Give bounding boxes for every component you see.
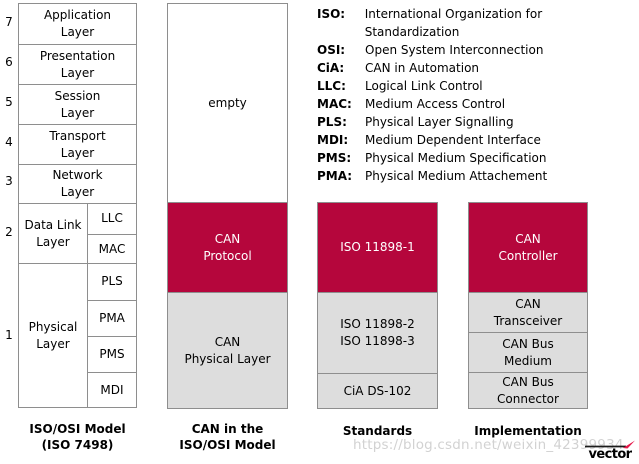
legend-item-cia: CiA: CAN in Automation <box>317 59 639 77</box>
legend-desc: Open System Interconnection <box>365 43 544 57</box>
sublayer-cell-pma: PMA <box>88 299 136 336</box>
can-transceiver-label: CAN Transceiver <box>493 296 563 328</box>
layer-number-1: 1 <box>5 328 13 342</box>
osi-model-caption: ISO/OSI Model (ISO 7498) <box>29 422 126 452</box>
can-transceiver-box: CAN Transceiver <box>469 292 587 332</box>
legend-desc: Logical Link Control <box>365 79 483 93</box>
abbreviation-legend: ISO: International Organization for Stan… <box>317 5 639 185</box>
legend-desc: International Organization for Standardi… <box>364 7 543 39</box>
can-bus-connector-label: CAN Bus Connector <box>497 374 559 406</box>
legend-item-llc: LLC: Logical Link Control <box>317 77 639 95</box>
sublayer-cell-pls: PLS <box>101 274 123 288</box>
vector-logo: vector <box>584 440 636 462</box>
legend-item-pms: PMS: Physical Medium Specification <box>317 149 639 167</box>
sublayer-cell-mdi: MDI <box>88 371 136 408</box>
sublayer-cell-pms: PMS <box>88 335 136 372</box>
watermark: https://blog.csdn.net/weixin_42399934 <box>353 437 624 453</box>
osi-row-application: Application Layer <box>19 4 136 44</box>
legend-desc: Physical Medium Specification <box>365 151 547 165</box>
can-controller-box: CAN Controller <box>469 203 587 292</box>
osi-row-datalink: Data Link Layer LLC MAC <box>19 203 136 264</box>
layer-number-2: 2 <box>5 225 13 239</box>
legend-desc: Physical Medium Attachement <box>365 169 548 183</box>
legend-abbr: ISO: <box>317 7 346 21</box>
iso-11898-2-3-box: ISO 11898-2 ISO 11898-3 <box>318 292 437 373</box>
layer-number-5: 5 <box>5 95 13 109</box>
empty-box: empty <box>168 4 287 202</box>
osi-row-transport: Transport Layer <box>19 124 136 164</box>
legend-desc: Medium Access Control <box>365 97 506 111</box>
legend-item-pma: PMA: Physical Medium Attachement <box>317 167 639 185</box>
can-protocol-label: CAN Protocol <box>203 231 252 263</box>
osi-layer-label: Transport Layer <box>49 128 106 160</box>
legend-desc: Medium Dependent Interface <box>365 133 541 147</box>
osi-layer-label: Network Layer <box>52 168 103 199</box>
osi-row-network: Network Layer <box>19 164 136 203</box>
can-physical-layer-box: CAN Physical Layer <box>168 292 287 408</box>
osi-layer-label: Physical Layer <box>28 319 78 351</box>
can-bus-medium-label: CAN Bus Medium <box>502 336 554 368</box>
vector-logo-arrow-icon <box>585 440 635 449</box>
can-bus-medium-box: CAN Bus Medium <box>469 332 587 372</box>
legend-item-pls: PLS: Physical Layer Signalling <box>317 113 639 131</box>
osi-layer-label: Data Link Layer <box>24 217 82 249</box>
legend-desc: Physical Layer Signalling <box>365 115 514 129</box>
osi-model-column: Application Layer Presentation Layer Ses… <box>18 3 137 408</box>
osi-layer-label: Session Layer <box>54 88 101 120</box>
legend-item-iso: ISO: International Organization for Stan… <box>317 5 639 41</box>
legend-abbr: MAC: <box>317 97 352 111</box>
iso-11898-2-3-label: ISO 11898-2 ISO 11898-3 <box>340 317 415 348</box>
cia-ds-102-label: CiA DS-102 <box>343 383 412 398</box>
legend-abbr: PLS: <box>317 115 347 129</box>
vector-logo-text: vector <box>588 447 633 462</box>
legend-item-mac: MAC: Medium Access Control <box>317 95 639 113</box>
iso-11898-1-label: ISO 11898-1 <box>340 240 415 254</box>
can-physical-layer-label: CAN Physical Layer <box>184 334 271 366</box>
legend-item-osi: OSI: Open System Interconnection <box>317 41 639 59</box>
standards-caption: Standards <box>342 424 413 438</box>
can-stack-caption: CAN in the ISO/OSI Model <box>179 422 276 452</box>
layer-number-4: 4 <box>5 135 13 149</box>
implementation-column: CAN Controller CAN Transceiver CAN Bus M… <box>468 202 588 409</box>
osi-row-session: Session Layer <box>19 84 136 124</box>
datalink-sublayers: LLC MAC <box>87 203 136 264</box>
legend-abbr: CiA: <box>317 61 345 75</box>
sublayer-cell-mac: MAC <box>88 233 136 264</box>
physical-sublayers: PLS PMA PMS MDI <box>87 263 136 408</box>
legend-item-mdi: MDI: Medium Dependent Interface <box>317 131 639 149</box>
sublayer-cell-llc: LLC <box>101 211 123 225</box>
can-stack-column: empty CAN Protocol CAN Physical Layer <box>167 3 288 409</box>
osi-layer-label: Application Layer <box>43 8 112 39</box>
osi-row-physical: Physical Layer PLS PMA PMS MDI <box>19 263 136 408</box>
legend-desc: CAN in Automation <box>365 61 480 75</box>
empty-box-label: empty <box>208 95 247 110</box>
layer-number-6: 6 <box>5 55 13 69</box>
layer-number-3: 3 <box>5 174 13 188</box>
standards-column: ISO 11898-1 ISO 11898-2 ISO 11898-3 CiA … <box>317 202 438 409</box>
can-bus-connector-box: CAN Bus Connector <box>469 372 587 408</box>
legend-abbr: PMS: <box>317 151 352 165</box>
legend-abbr: PMA: <box>317 169 353 183</box>
legend-abbr: OSI: <box>317 43 346 57</box>
osi-layer-label: Presentation Layer <box>39 48 116 80</box>
cia-ds-102-box: CiA DS-102 <box>318 373 437 408</box>
iso-11898-1-box: ISO 11898-1 <box>318 203 437 292</box>
can-controller-label: CAN Controller <box>498 231 558 263</box>
layer-number-7: 7 <box>5 15 13 29</box>
legend-abbr: LLC: <box>317 79 346 93</box>
osi-row-presentation: Presentation Layer <box>19 44 136 84</box>
can-protocol-box: CAN Protocol <box>168 202 287 292</box>
implementation-caption: Implementation <box>474 424 582 438</box>
legend-abbr: MDI: <box>317 133 349 147</box>
